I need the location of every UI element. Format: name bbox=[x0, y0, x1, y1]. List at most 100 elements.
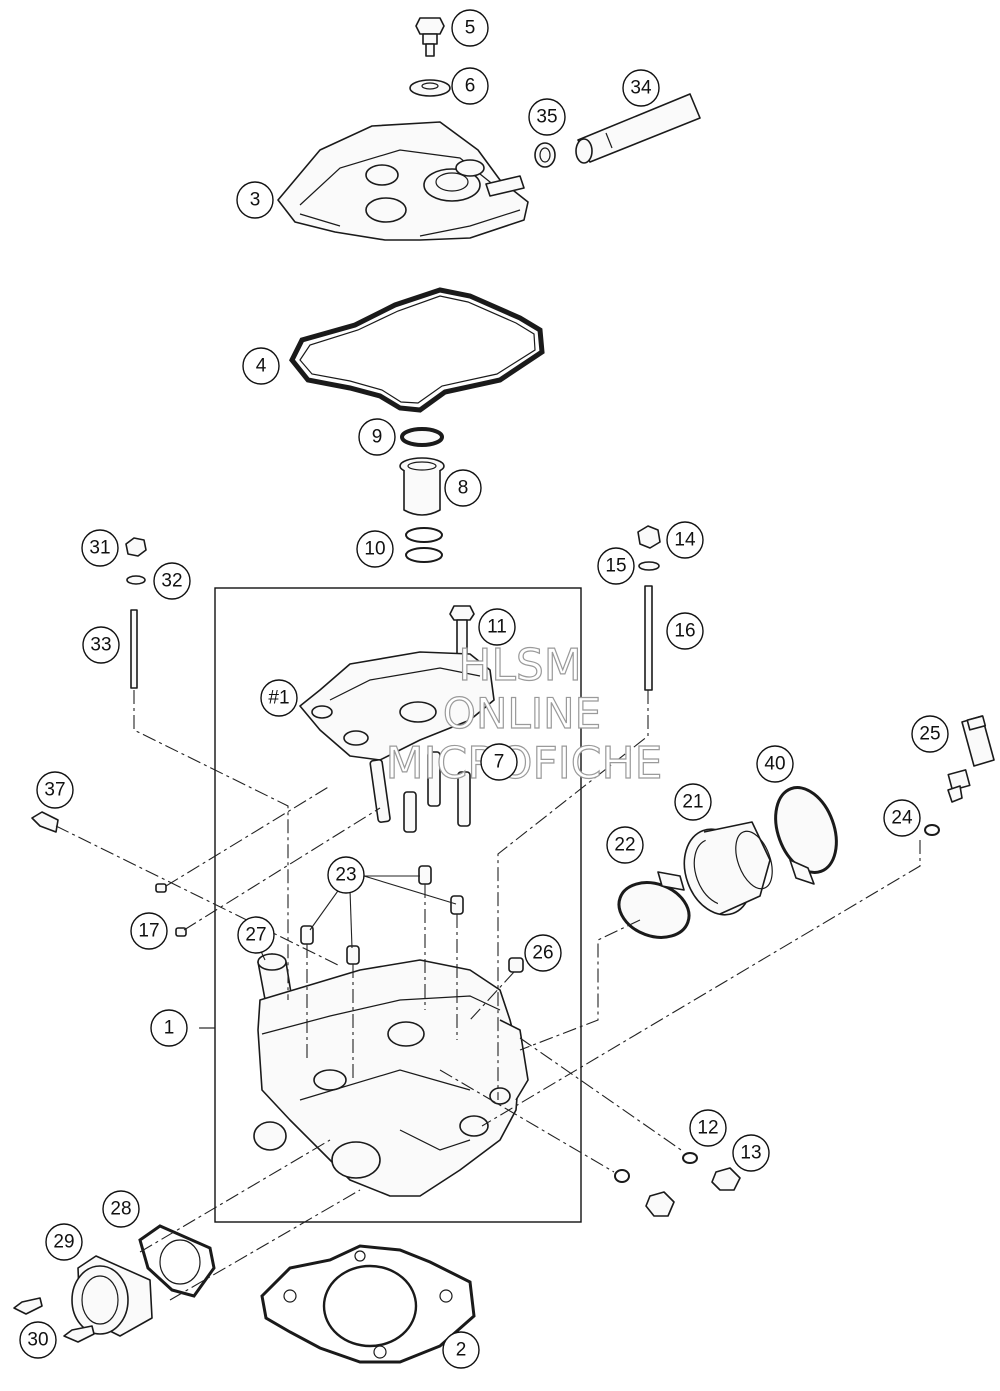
manifold-gasket-part bbox=[138, 1224, 216, 1298]
screw-plug-part bbox=[508, 957, 524, 973]
callout-1: 1 bbox=[150, 1009, 188, 1047]
assembly-line bbox=[519, 1037, 685, 1153]
breather-hose-part bbox=[575, 93, 701, 164]
callout-31: 31 bbox=[81, 529, 119, 567]
svg-text:16: 16 bbox=[674, 621, 695, 642]
callout-6: 6 bbox=[451, 67, 489, 105]
small-fittings-part bbox=[155, 883, 187, 937]
callout-21: 21 bbox=[674, 783, 712, 821]
callout-12: 12 bbox=[689, 1109, 727, 1147]
callout-22: 22 bbox=[606, 826, 644, 864]
svg-text:8: 8 bbox=[458, 478, 469, 499]
assembly-line bbox=[139, 1139, 331, 1253]
assembly-line bbox=[165, 785, 331, 887]
callout-28: 28 bbox=[102, 1190, 140, 1228]
assembly-frame bbox=[214, 587, 582, 1223]
bolt-part bbox=[415, 17, 445, 57]
svg-text:14: 14 bbox=[674, 530, 696, 551]
assembly-line bbox=[183, 807, 381, 931]
svg-text:33: 33 bbox=[90, 635, 111, 656]
nozzle-fitting-part bbox=[31, 811, 59, 833]
svg-text:24: 24 bbox=[891, 808, 913, 829]
intake-clamp-part bbox=[617, 871, 691, 939]
assembly-line bbox=[439, 1069, 615, 1173]
callout-17: 17 bbox=[130, 912, 168, 950]
watermark-line-1: HLSM bbox=[458, 640, 582, 691]
dowel-pins-part bbox=[300, 865, 464, 965]
svg-text:1: 1 bbox=[164, 1018, 175, 1039]
callout-24: 24 bbox=[883, 799, 921, 837]
callout-23: 23 bbox=[327, 856, 365, 894]
callout-15: 15 bbox=[597, 547, 635, 585]
svg-text:23: 23 bbox=[335, 865, 356, 886]
callout-33: 33 bbox=[82, 626, 120, 664]
assembly-line bbox=[469, 971, 515, 1021]
callout-8: 8 bbox=[444, 469, 482, 507]
svg-text:3: 3 bbox=[250, 190, 261, 211]
o-ring-small-part bbox=[614, 1152, 698, 1183]
callout-hash-1: #1 bbox=[260, 679, 298, 717]
callout-7: 7 bbox=[480, 743, 518, 781]
svg-text:34: 34 bbox=[630, 78, 652, 99]
svg-text:27: 27 bbox=[245, 925, 266, 946]
assembly-line bbox=[481, 840, 921, 1127]
callout-5: 5 bbox=[451, 9, 489, 47]
svg-text:21: 21 bbox=[682, 792, 703, 813]
svg-text:40: 40 bbox=[764, 754, 785, 775]
svg-text:35: 35 bbox=[536, 107, 557, 128]
callout-16: 16 bbox=[666, 612, 704, 650]
svg-text:#1: #1 bbox=[268, 688, 289, 709]
intake-flange-part bbox=[683, 821, 773, 916]
svg-text:9: 9 bbox=[372, 427, 383, 448]
svg-text:15: 15 bbox=[605, 556, 626, 577]
callout-13: 13 bbox=[732, 1134, 770, 1172]
callout-9: 9 bbox=[358, 418, 396, 456]
assembly-line bbox=[169, 1189, 361, 1301]
svg-text:11: 11 bbox=[487, 617, 507, 638]
callout-35: 35 bbox=[528, 98, 566, 136]
o-rings-part bbox=[405, 527, 443, 563]
callout-3: 3 bbox=[236, 181, 274, 219]
svg-text:22: 22 bbox=[614, 835, 635, 856]
assembly-line bbox=[133, 690, 289, 1000]
callout-40: 40 bbox=[756, 745, 794, 783]
callout-26: 26 bbox=[524, 934, 562, 972]
hose-clamp-part bbox=[534, 142, 556, 168]
svg-text:31: 31 bbox=[89, 538, 110, 559]
svg-text:12: 12 bbox=[697, 1118, 718, 1139]
callout-11: 11 bbox=[478, 608, 516, 646]
stud-right-part bbox=[637, 525, 661, 691]
watermark-line-3: MICROFICHE bbox=[386, 738, 663, 789]
svg-text:26: 26 bbox=[532, 943, 553, 964]
assembly-line bbox=[497, 690, 649, 1100]
assembly-line bbox=[55, 825, 341, 967]
valve-cover-gasket-part bbox=[289, 287, 545, 413]
svg-text:28: 28 bbox=[110, 1199, 131, 1220]
head-gasket-part bbox=[260, 1244, 476, 1364]
callout-14: 14 bbox=[666, 521, 704, 559]
washer-part bbox=[409, 79, 451, 97]
svg-text:4: 4 bbox=[256, 356, 267, 377]
svg-text:5: 5 bbox=[465, 18, 476, 39]
exhaust-flange-part bbox=[71, 1255, 153, 1337]
valve-lifters-part bbox=[369, 751, 471, 833]
svg-text:32: 32 bbox=[161, 571, 182, 592]
callout-30: 30 bbox=[19, 1321, 57, 1359]
assembly-line bbox=[519, 919, 641, 1051]
watermark-line-2: ONLINE bbox=[443, 689, 601, 738]
svg-text:6: 6 bbox=[465, 76, 476, 97]
watermark: HLSM ONLINE MICROFICHE bbox=[385, 639, 663, 789]
spark-plug-tube-part bbox=[399, 457, 445, 516]
svg-text:37: 37 bbox=[44, 780, 65, 801]
svg-text:7: 7 bbox=[494, 752, 505, 773]
svg-text:25: 25 bbox=[919, 724, 940, 745]
stud-left-part bbox=[125, 537, 147, 689]
temperature-sensor-part bbox=[947, 715, 995, 803]
callout-37: 37 bbox=[36, 771, 74, 809]
svg-text:17: 17 bbox=[138, 921, 159, 942]
callout-27: 27 bbox=[237, 916, 275, 954]
svg-text:2: 2 bbox=[456, 1340, 467, 1361]
cylinder-head-part bbox=[253, 959, 529, 1197]
camshaft-bolt-part bbox=[449, 605, 475, 667]
